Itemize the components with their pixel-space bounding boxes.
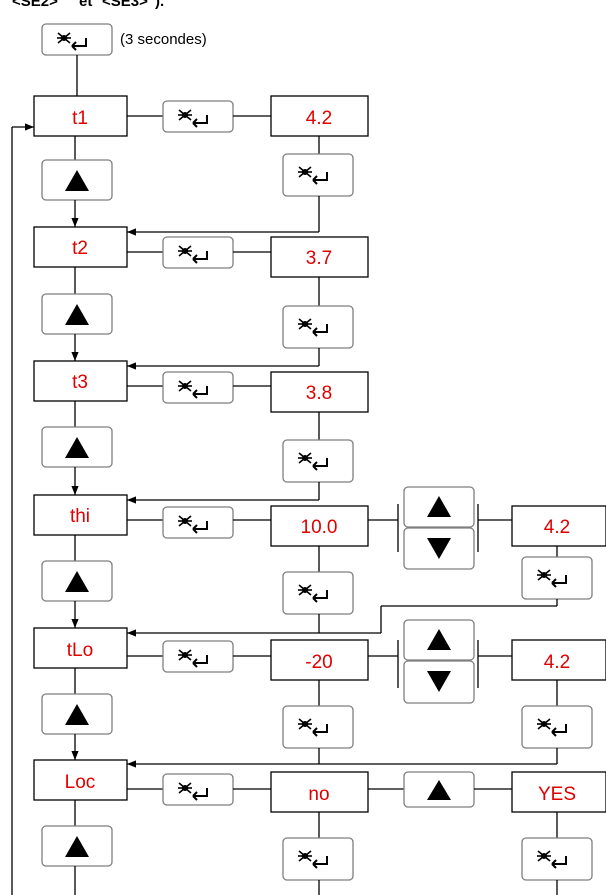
adjusted-box-loc (511, 771, 606, 813)
up-button[interactable] (41, 560, 113, 602)
param-label-t3: t3 (72, 372, 88, 393)
param-label-tlo: tLo (67, 640, 93, 661)
start-set-button[interactable] (41, 23, 113, 56)
enter-set-button[interactable] (162, 236, 234, 269)
confirm-set-button[interactable] (282, 439, 354, 483)
enter-set-button[interactable] (162, 506, 234, 539)
value-box-t1 (270, 95, 369, 137)
up-arrow-icon (65, 704, 89, 725)
param-box-thi (33, 494, 128, 536)
confirm-set-button[interactable] (282, 705, 354, 749)
enter-set-button[interactable] (162, 640, 234, 673)
adjusted-box-tlo (511, 639, 606, 681)
confirm-set-button[interactable] (521, 705, 593, 749)
down-button[interactable] (403, 660, 475, 704)
down-arrow-icon (427, 671, 451, 692)
up-button[interactable] (403, 771, 475, 808)
up-button[interactable] (41, 293, 113, 335)
confirm-set-button[interactable] (521, 837, 593, 881)
confirm-set-button[interactable] (282, 305, 354, 349)
header-cut-mid: et (79, 0, 93, 10)
up-arrow-icon (427, 629, 451, 650)
adjusted-box-thi (511, 505, 606, 547)
enter-set-button[interactable] (162, 371, 234, 404)
confirm-set-button[interactable] (282, 153, 354, 197)
param-label-t1: t1 (72, 108, 88, 129)
up-arrow-icon (65, 304, 89, 325)
adjusted-label-tlo: 4.2 (544, 652, 570, 673)
value-box-thi (270, 505, 369, 547)
up-arrow-icon (65, 170, 89, 191)
hold-duration-note: (3 secondes) (120, 31, 207, 48)
param-box-tlo (33, 627, 128, 669)
down-arrow-icon (427, 538, 451, 559)
up-down-buttons (403, 486, 475, 570)
param-label-t2: t2 (72, 238, 88, 259)
param-label-thi: thi (70, 506, 90, 527)
value-label-t3: 3.8 (306, 383, 332, 404)
confirm-set-button[interactable] (282, 837, 354, 881)
up-button[interactable] (41, 426, 113, 468)
value-box-t2 (270, 236, 369, 278)
value-box-loc (270, 771, 369, 813)
param-label-loc: Loc (65, 772, 96, 793)
up-button[interactable] (403, 486, 475, 528)
value-box-t3 (270, 371, 369, 413)
param-box-t2 (33, 226, 128, 268)
enter-set-button[interactable] (162, 773, 234, 806)
value-label-thi: 10.0 (301, 517, 338, 538)
param-box-loc (33, 759, 128, 801)
value-label-loc: no (308, 784, 329, 805)
up-arrow-icon (65, 836, 89, 857)
up-button[interactable] (403, 619, 475, 661)
header-cut-left: <SE2> (12, 0, 58, 10)
value-label-t1: 4.2 (306, 108, 332, 129)
param-box-t1 (33, 95, 128, 137)
up-arrow-icon (65, 571, 89, 592)
down-button[interactable] (403, 527, 475, 570)
value-box-tlo (270, 639, 369, 681)
enter-set-button[interactable] (162, 100, 234, 133)
value-label-tlo: -20 (305, 652, 332, 673)
param-box-t3 (33, 360, 128, 402)
confirm-set-button[interactable] (521, 556, 593, 600)
adjusted-label-loc: YES (538, 784, 576, 805)
up-arrow-icon (65, 437, 89, 458)
confirm-set-button[interactable] (282, 571, 354, 615)
up-button[interactable] (41, 159, 113, 201)
up-arrow-icon (427, 780, 451, 800)
up-button[interactable] (41, 693, 113, 735)
up-arrow-icon (427, 496, 451, 517)
value-label-t2: 3.7 (306, 248, 332, 269)
adjusted-label-thi: 4.2 (544, 517, 570, 538)
up-down-buttons (403, 619, 475, 704)
up-button[interactable] (41, 825, 113, 867)
header-cut-right: <SE3>"). (102, 0, 165, 10)
